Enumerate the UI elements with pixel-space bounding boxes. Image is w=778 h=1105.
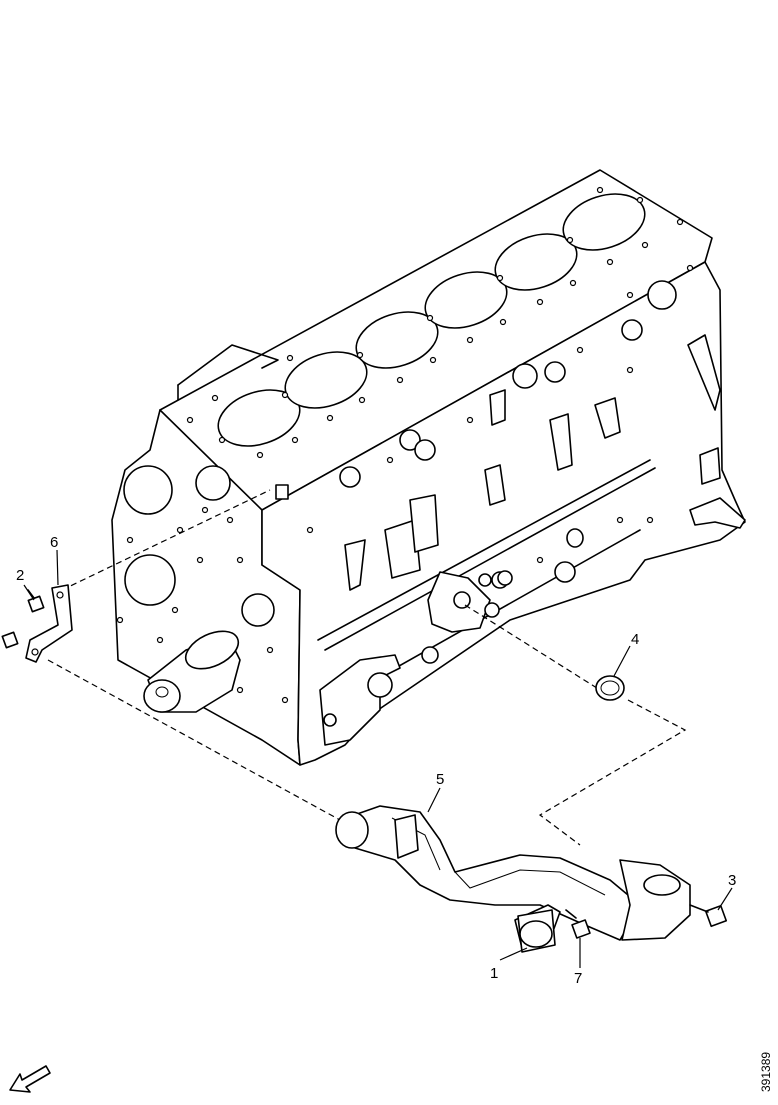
part-2-bolts — [1, 589, 45, 649]
block-side-features — [306, 264, 721, 739]
part-3-bolt — [689, 904, 728, 928]
leader-lines — [47, 489, 687, 846]
callout-1: 1 — [490, 965, 498, 982]
callout-4: 4 — [631, 631, 639, 648]
block-side-face — [261, 261, 746, 766]
front-cylinder-boss — [143, 630, 241, 713]
callout-labels: 6 2 4 5 3 1 7 — [16, 534, 736, 987]
callout-leaders — [23, 549, 733, 968]
callout-6: 6 — [50, 534, 58, 551]
callout-5: 5 — [436, 771, 444, 788]
block-rear-rail — [689, 497, 746, 529]
callout-3: 3 — [728, 872, 736, 889]
part-6-bracket — [25, 584, 73, 663]
part-7-bolt — [565, 909, 591, 939]
cylinder-bores — [217, 193, 646, 447]
direction-arrow-icon — [9, 1065, 51, 1093]
part-1-clamp — [517, 909, 556, 953]
part-4-oring — [595, 675, 625, 701]
head-bolt-holes — [186, 186, 684, 459]
pickup-mount-flange — [427, 570, 513, 633]
engine-block — [111, 169, 746, 766]
callout-2: 2 — [16, 567, 24, 584]
block-front-features — [116, 465, 289, 704]
part-5-oil-pickup-tube — [335, 805, 691, 949]
callout-7: 7 — [574, 970, 582, 987]
reference-code: 391389 — [759, 1052, 773, 1092]
